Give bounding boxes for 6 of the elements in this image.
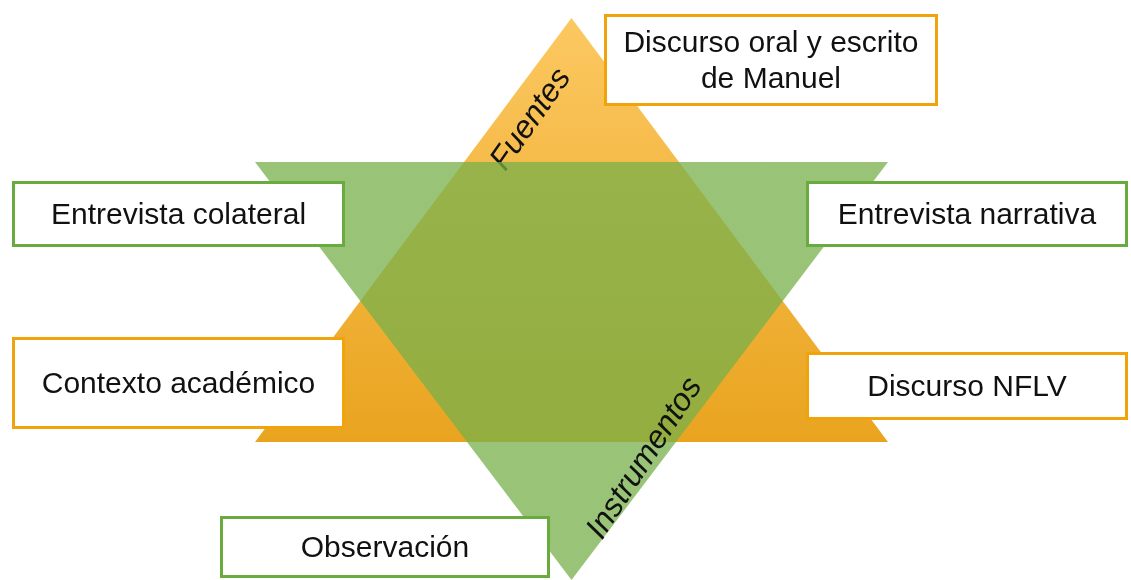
text-box: Contexto académico <box>12 337 345 429</box>
text-box: Discurso NFLV <box>806 352 1128 420</box>
text-box: Observación <box>220 516 550 578</box>
text-box: Discurso oral y escrito de Manuel <box>604 14 938 106</box>
text-box: Entrevista colateral <box>12 181 345 247</box>
text-box: Entrevista narrativa <box>806 181 1128 247</box>
